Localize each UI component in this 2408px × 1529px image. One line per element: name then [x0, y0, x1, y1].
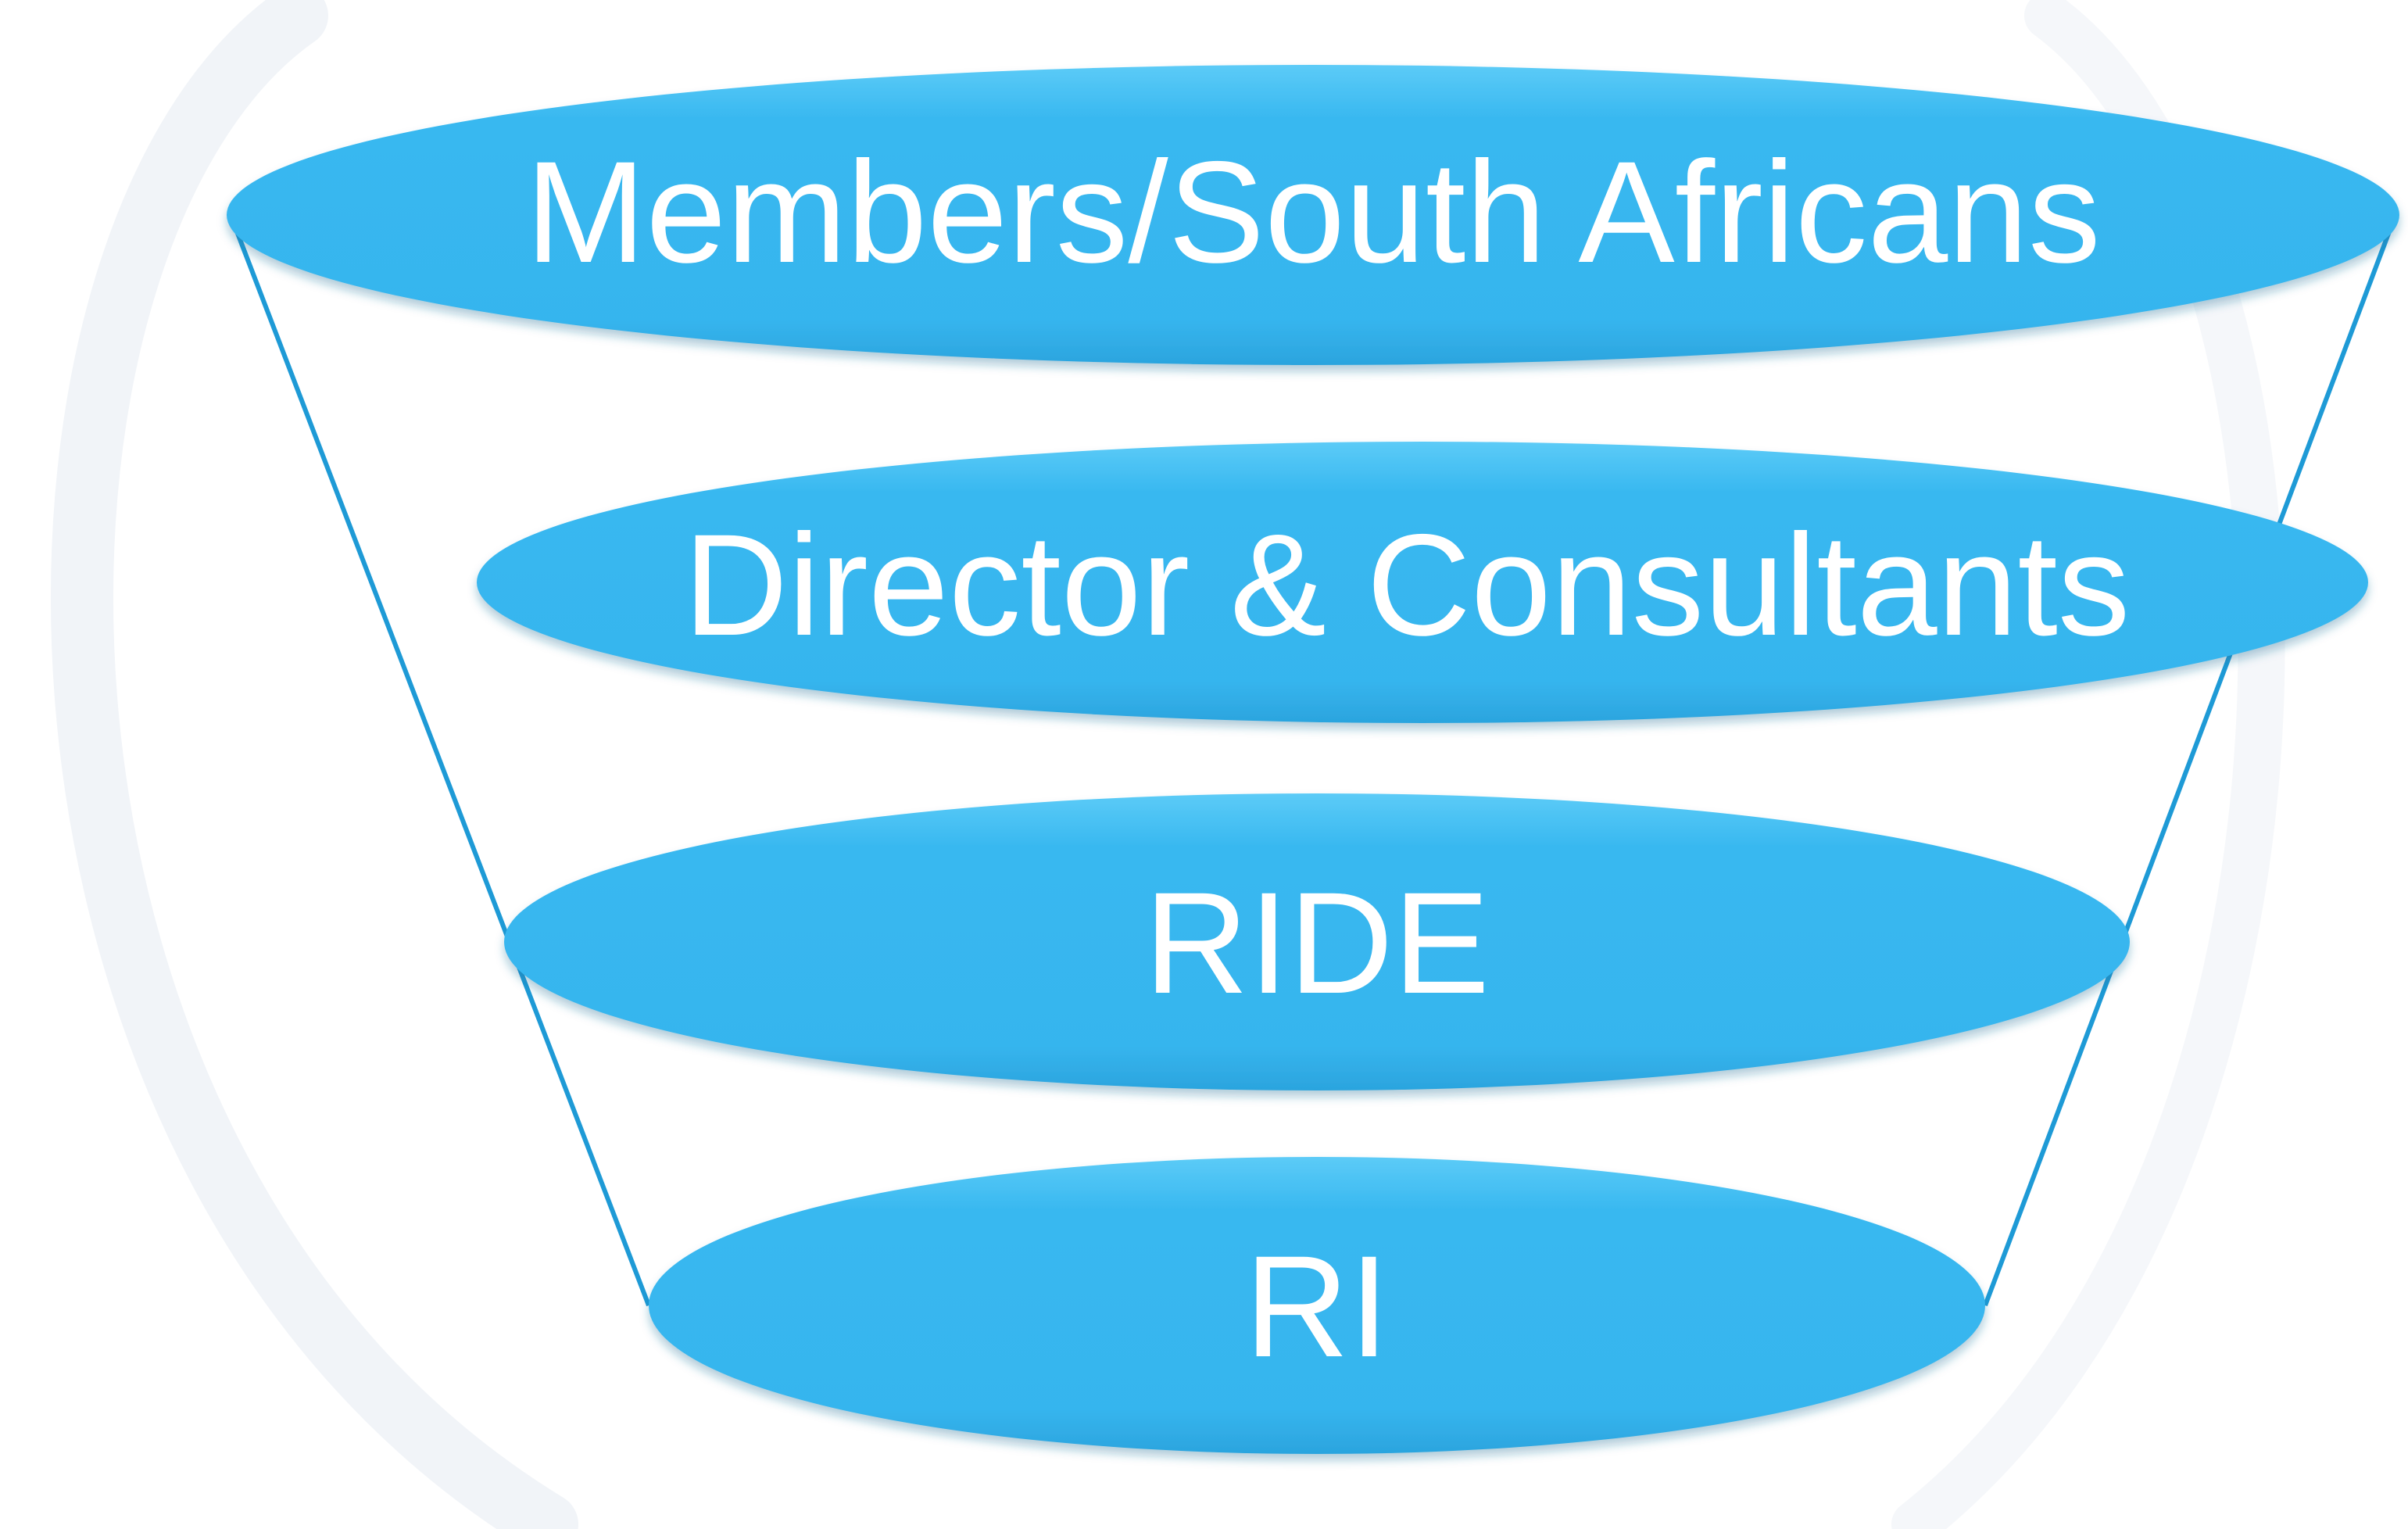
- funnel-level-1-label: Members/South Africans: [525, 132, 2100, 293]
- funnel-level-2: Director & Consultants: [477, 442, 2368, 723]
- funnel-level-1: Members/South Africans: [227, 65, 2399, 365]
- funnel-level-4-ellipse: [649, 1157, 1985, 1454]
- funnel-left-edge: [228, 213, 651, 1307]
- funnel-level-3-label: RIDE: [1144, 863, 1490, 1024]
- funnel-level-4-label: RI: [1245, 1226, 1390, 1388]
- funnel-level-3: RIDE: [504, 793, 2130, 1090]
- background-arc: [50, 0, 578, 1529]
- funnel-level-2-ellipse: [477, 442, 2368, 723]
- funnel-level-2-label: Director & Consultants: [684, 505, 2131, 666]
- funnel-level-3-ellipse: [504, 793, 2130, 1090]
- funnel-level-1-ellipse: [227, 65, 2399, 365]
- funnel-right-edge: [1983, 213, 2398, 1307]
- funnel-level-4: RI: [649, 1157, 1985, 1454]
